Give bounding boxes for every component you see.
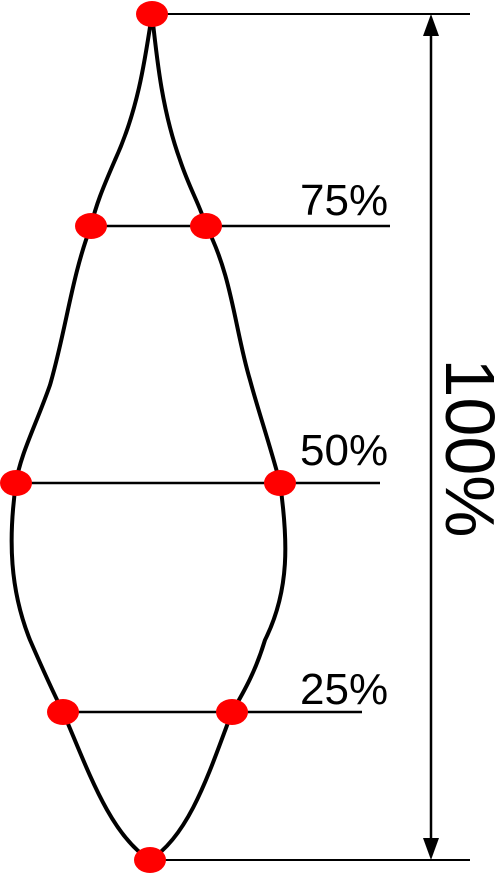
point-bottom	[134, 847, 166, 873]
dimension-arrow-top-head	[423, 14, 439, 36]
point-75-left	[75, 213, 107, 239]
label-50-percent: 50%	[300, 426, 388, 475]
shape-outline	[9, 12, 288, 862]
label-75-percent: 75%	[300, 176, 388, 225]
dimension-arrow-bottom-head	[423, 838, 439, 860]
label-total-percent: 100%	[431, 358, 500, 537]
point-50-left	[0, 470, 32, 496]
point-75-right	[190, 213, 222, 239]
point-50-right	[264, 470, 296, 496]
point-25-left	[47, 699, 79, 725]
label-25-percent: 25%	[300, 665, 388, 714]
point-25-right	[216, 699, 248, 725]
point-top	[136, 1, 168, 27]
